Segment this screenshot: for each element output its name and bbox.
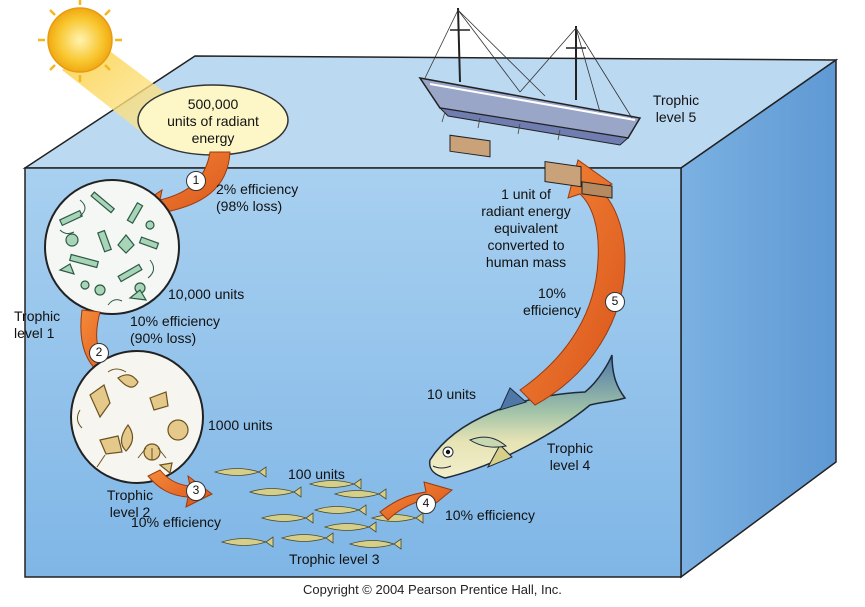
trophic-level-4-line-2: level 4 bbox=[549, 457, 591, 473]
trophic-level-4-label: Trophic level 4 bbox=[530, 440, 610, 474]
step-5-efficiency: 10% efficiency bbox=[512, 285, 592, 319]
step-badge-4: 4 bbox=[416, 494, 436, 514]
step-5-note-line-5: human mass bbox=[485, 254, 567, 270]
phytoplankton-icon bbox=[44, 179, 180, 315]
step-5-note-line-1: 1 unit of bbox=[501, 186, 551, 202]
step-badge-2: 2 bbox=[89, 343, 109, 363]
step-1-efficiency-line-2: (98% loss) bbox=[216, 198, 283, 214]
trophic-level-4-line-1: Trophic bbox=[546, 440, 594, 456]
level-1-units: 10,000 units bbox=[168, 286, 245, 302]
energy-flow-arrow-5 bbox=[519, 159, 626, 406]
step-5-note-line-2: radiant energy bbox=[481, 203, 571, 219]
step-1-efficiency: 2% efficiency (98% loss) bbox=[216, 181, 298, 215]
radiant-energy-line-1: 500,000 bbox=[187, 96, 239, 112]
trophic-level-2-line-2: level 2 bbox=[109, 504, 151, 520]
trophic-level-3-label: Trophic level 3 bbox=[289, 551, 380, 567]
step-5-efficiency-line-1: 10% bbox=[537, 285, 567, 301]
step-badge-5: 5 bbox=[605, 292, 625, 312]
trophic-level-5-line-2: level 5 bbox=[655, 109, 697, 125]
zooplankton-icon bbox=[70, 350, 204, 484]
step-2-efficiency-line-1: 10% efficiency bbox=[130, 313, 221, 329]
trophic-level-2-label: Trophic level 2 bbox=[92, 487, 168, 521]
step-5-note-line-3: equivalent bbox=[494, 220, 558, 236]
step-badge-1: 1 bbox=[186, 171, 206, 191]
level-4-units: 10 units bbox=[427, 386, 477, 402]
radiant-energy-line-3: energy bbox=[191, 130, 235, 146]
step-2-efficiency-line-2: (90% loss) bbox=[130, 330, 197, 346]
step-5-note-line-4: converted to bbox=[487, 237, 565, 253]
fishing-boat-icon bbox=[418, 7, 642, 199]
trophic-level-1-label: Trophic level 1 bbox=[14, 308, 60, 342]
level-3-units: 100 units bbox=[288, 466, 345, 482]
level-2-units: 1000 units bbox=[208, 417, 273, 433]
radiant-energy-label: 500,000 units of radiant energy bbox=[148, 96, 278, 147]
radiant-energy-line-2: units of radiant bbox=[167, 113, 259, 129]
step-2-efficiency: 10% efficiency (90% loss) bbox=[130, 313, 220, 347]
step-3-efficiency: 10% efficiency bbox=[131, 514, 222, 530]
small-fish-icon bbox=[213, 466, 424, 550]
step-5-note: 1 unit of radiant energy equivalent conv… bbox=[466, 186, 586, 271]
tuna-icon bbox=[428, 354, 627, 479]
step-4-efficiency: 10% efficiency bbox=[445, 507, 536, 523]
trophic-level-5-label: Trophic level 5 bbox=[636, 92, 716, 126]
step-badge-3: 3 bbox=[186, 481, 206, 501]
trophic-level-1-line-2: level 1 bbox=[14, 325, 55, 341]
copyright-notice: Copyright © 2004 Pearson Prentice Hall, … bbox=[303, 582, 562, 597]
trophic-level-2-line-1: Trophic bbox=[106, 487, 154, 503]
trophic-level-5-line-1: Trophic bbox=[652, 92, 700, 108]
step-5-efficiency-line-2: efficiency bbox=[522, 302, 582, 318]
step-1-efficiency-line-1: 2% efficiency bbox=[216, 181, 299, 197]
trophic-level-1-line-1: Trophic bbox=[14, 308, 61, 324]
